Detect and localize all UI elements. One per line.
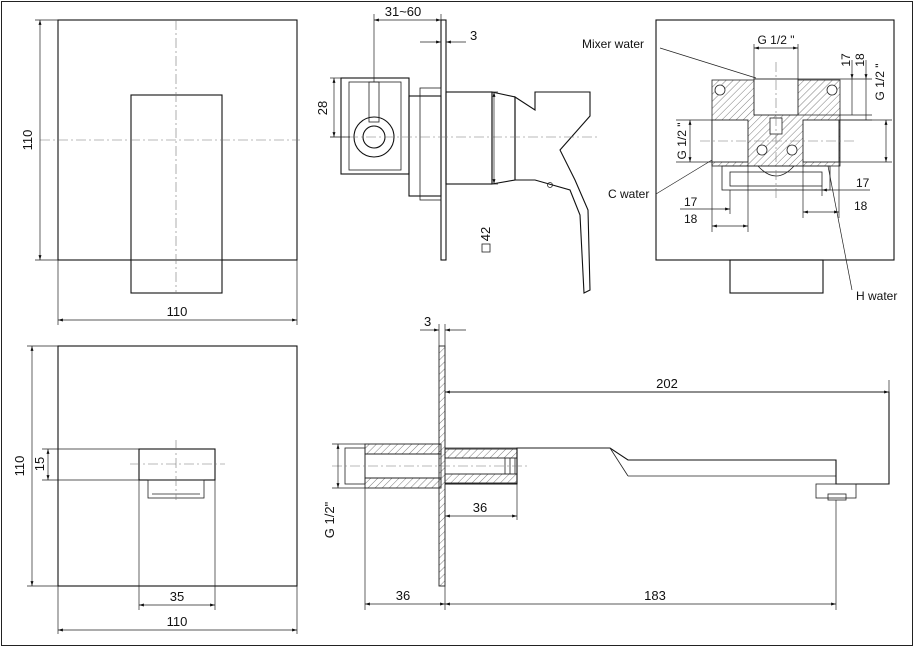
spout-front-15-dim: 15 [32, 457, 47, 471]
valve-18-right-dim: 18 [854, 199, 868, 213]
valve-17-left-dim: 17 [684, 195, 698, 209]
valve-left-thread-dim: G 1/2 " [675, 123, 689, 160]
side-range-dim: 31~60 [385, 4, 422, 19]
mixer-side-view: 31~60 3 28 42 [315, 4, 600, 294]
spout-thread-dim: G 1/2" [322, 501, 337, 538]
h-water-label: H water [856, 289, 897, 303]
side-28-dim: 28 [315, 101, 330, 115]
valve-right-thread-dim: G 1/2 " [873, 64, 887, 101]
spout-36-inner-dim: 36 [473, 500, 487, 515]
valve-18-top-dim: 18 [853, 53, 867, 67]
valve-17-right-dim: 17 [856, 176, 870, 190]
front-height-dim: 110 [20, 130, 35, 151]
valve-17-top-dim: 17 [839, 53, 853, 67]
c-water-label: C water [608, 187, 649, 201]
spout-plate-dim: 3 [424, 314, 431, 329]
valve-top-thread-dim: G 1/2 " [758, 33, 795, 47]
valve-18-left-dim: 18 [684, 212, 698, 226]
side-plate-dim: 3 [470, 28, 477, 43]
mixer-front-view: 110 110 [20, 19, 300, 325]
front-width-dim: 110 [167, 304, 188, 319]
valve-body-view: G 1/2 " Mixer water 17 18 G 1/2 " G 1/2 … [582, 19, 897, 303]
spout-side-view: 3 202 36 G 1/2" 36 183 [322, 314, 890, 610]
side-42-dim: 42 [478, 227, 493, 241]
spout-36-dim: 36 [396, 588, 410, 603]
spout-front-35-dim: 35 [170, 589, 184, 604]
spout-202-dim: 202 [656, 376, 678, 391]
spout-front-height-dim: 110 [12, 456, 27, 477]
spout-front-width-dim: 110 [167, 614, 188, 629]
spout-183-dim: 183 [644, 588, 666, 603]
spout-front-view: 110 15 35 110 [12, 345, 298, 634]
mixer-water-label: Mixer water [582, 37, 644, 51]
